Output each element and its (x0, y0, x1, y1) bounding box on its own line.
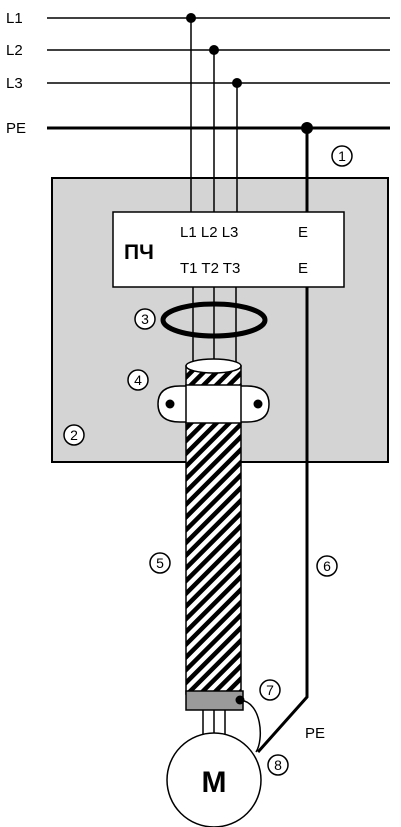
clamp-screw-left (165, 399, 175, 409)
drive-label: ПЧ (124, 241, 154, 264)
svg-text:2: 2 (70, 427, 78, 443)
marker-3: 3 (134, 308, 156, 330)
label-pe: PE (6, 120, 26, 137)
svg-text:8: 8 (274, 757, 282, 773)
drive-input-ground: E (298, 224, 308, 241)
drive-output-ground: E (298, 260, 308, 277)
label-l1: L1 (6, 10, 23, 27)
junction-dot-l3 (232, 78, 242, 88)
drive-output-terminals: T1 T2 T3 (180, 260, 240, 277)
motor-pe-label: PE (305, 725, 325, 742)
label-l3: L3 (6, 75, 23, 92)
marker-1: 1 (331, 145, 353, 167)
motor (166, 732, 262, 827)
motor-label: M (202, 766, 227, 799)
svg-text:5: 5 (156, 555, 164, 571)
marker-5: 5 (149, 552, 171, 574)
frequency-converter (112, 211, 345, 288)
marker-4: 4 (127, 369, 149, 391)
pe-conductor (256, 128, 309, 753)
junction-dot-pe (301, 122, 313, 134)
ferrite-ring (160, 301, 268, 339)
marker-8: 8 (267, 754, 289, 776)
svg-text:6: 6 (323, 558, 331, 574)
marker-2: 2 (63, 424, 85, 446)
svg-text:1: 1 (338, 148, 346, 164)
marker-6: 6 (316, 555, 338, 577)
junction-dot-l1 (186, 13, 196, 23)
cable-end (185, 358, 242, 374)
junction-dot-l2 (209, 45, 219, 55)
shield-ground-wire (239, 699, 262, 753)
svg-text:3: 3 (141, 311, 149, 327)
marker-7: 7 (259, 679, 281, 701)
svg-text:7: 7 (266, 682, 274, 698)
clamp-screw-right (253, 399, 263, 409)
label-l2: L2 (6, 42, 23, 59)
drive-input-terminals: L1 L2 L3 (180, 224, 238, 241)
svg-text:4: 4 (134, 372, 142, 388)
cable-clamp-band (185, 384, 242, 424)
motor-terminal-band (185, 690, 244, 711)
